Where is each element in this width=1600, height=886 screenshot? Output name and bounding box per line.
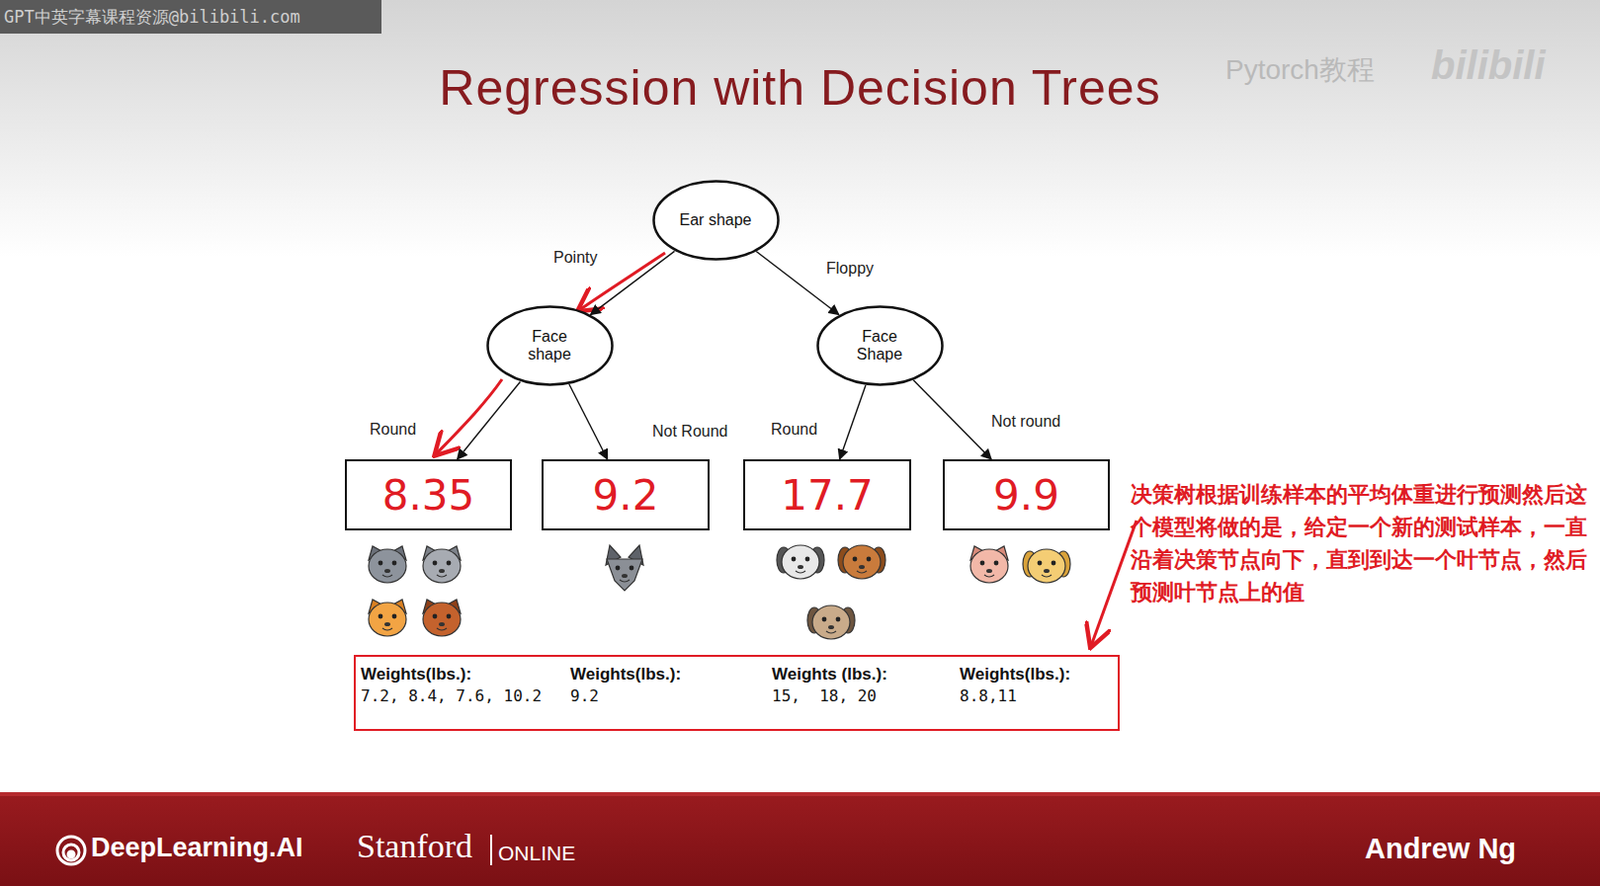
tree-branch bbox=[840, 385, 866, 460]
tree-branch bbox=[590, 251, 675, 315]
animal-icons bbox=[368, 545, 1071, 640]
decision-node: Ear shape bbox=[652, 179, 780, 261]
footer-band bbox=[0, 792, 1600, 886]
deeplearning-logo bbox=[57, 837, 85, 865]
branch-label: Floppy bbox=[826, 259, 874, 278]
leaf-box: 9.2 bbox=[541, 459, 710, 531]
animal-icon bbox=[807, 605, 855, 640]
stanford-divider bbox=[490, 835, 493, 866]
branch-label: Not round bbox=[991, 413, 1061, 431]
animal-icon bbox=[970, 546, 1009, 584]
animal-icon bbox=[838, 545, 886, 580]
weights-values: 15, 18, 20 bbox=[771, 686, 877, 706]
decision-node: Face shape bbox=[486, 305, 614, 387]
leader-arrow bbox=[1091, 520, 1137, 647]
animal-icon bbox=[368, 546, 407, 584]
animal-icon bbox=[422, 546, 461, 584]
animal-icon bbox=[368, 599, 407, 637]
leaf-box: 9.9 bbox=[942, 459, 1110, 531]
weights-values: 9.2 bbox=[570, 686, 599, 706]
tree-branch bbox=[913, 380, 992, 460]
footer-brand: Stanford bbox=[356, 828, 473, 866]
leaf-value: 9.9 bbox=[993, 471, 1060, 520]
footer-brand: ONLINE bbox=[498, 842, 576, 866]
weights-heading: Weights(lbs.): bbox=[959, 665, 1071, 685]
leaf-box: 8.35 bbox=[344, 459, 512, 531]
branch-label: Pointy bbox=[553, 249, 597, 267]
weights-heading: Weights(lbs.): bbox=[570, 665, 681, 685]
weights-heading: Weights(lbs.): bbox=[360, 665, 472, 685]
leaf-value: 8.35 bbox=[382, 471, 476, 520]
animal-icon bbox=[605, 545, 644, 591]
weights-box: Weights(lbs.):7.2, 8.4, 7.6, 10.2Weights… bbox=[353, 655, 1120, 732]
footer-edge bbox=[0, 792, 1600, 797]
branch-label: Not Round bbox=[652, 422, 729, 441]
watermark-logo: bilibili bbox=[1431, 43, 1546, 88]
annotation-note: 决策树根据训练样本的平均体重进行预测然后这个模型将做的是，给定一个新的测试样本，… bbox=[1130, 478, 1594, 609]
animal-icon bbox=[776, 545, 825, 580]
watermark-band bbox=[0, 0, 382, 34]
branch-label: Round bbox=[369, 421, 417, 439]
leaf-box: 17.7 bbox=[743, 459, 912, 531]
animal-icon bbox=[422, 599, 461, 637]
leaf-value: 17.7 bbox=[780, 471, 874, 520]
decision-node: Face Shape bbox=[816, 305, 944, 387]
branch-label: Round bbox=[770, 421, 818, 439]
tree-branch bbox=[569, 384, 608, 460]
animal-icon bbox=[1022, 549, 1071, 584]
weights-values: 8.8,11 bbox=[959, 686, 1017, 706]
top-shade bbox=[0, 0, 1600, 257]
footer-brand: DeepLearning.AI bbox=[90, 833, 304, 864]
footer-author: Andrew Ng bbox=[1364, 833, 1516, 866]
watermark: GPT中英字幕课程资源@bilibili.com bbox=[3, 5, 301, 29]
watermark: Pytorch教程 bbox=[1225, 51, 1375, 89]
node-label: Face Shape bbox=[840, 328, 920, 365]
weights-heading: Weights (lbs.): bbox=[771, 665, 888, 685]
leaf-value: 9.2 bbox=[592, 471, 660, 520]
tree-branch bbox=[457, 381, 521, 460]
node-label: Ear shape bbox=[675, 211, 756, 230]
weights-values: 7.2, 8.4, 7.6, 10.2 bbox=[360, 686, 542, 706]
node-label: Face shape bbox=[509, 328, 590, 365]
